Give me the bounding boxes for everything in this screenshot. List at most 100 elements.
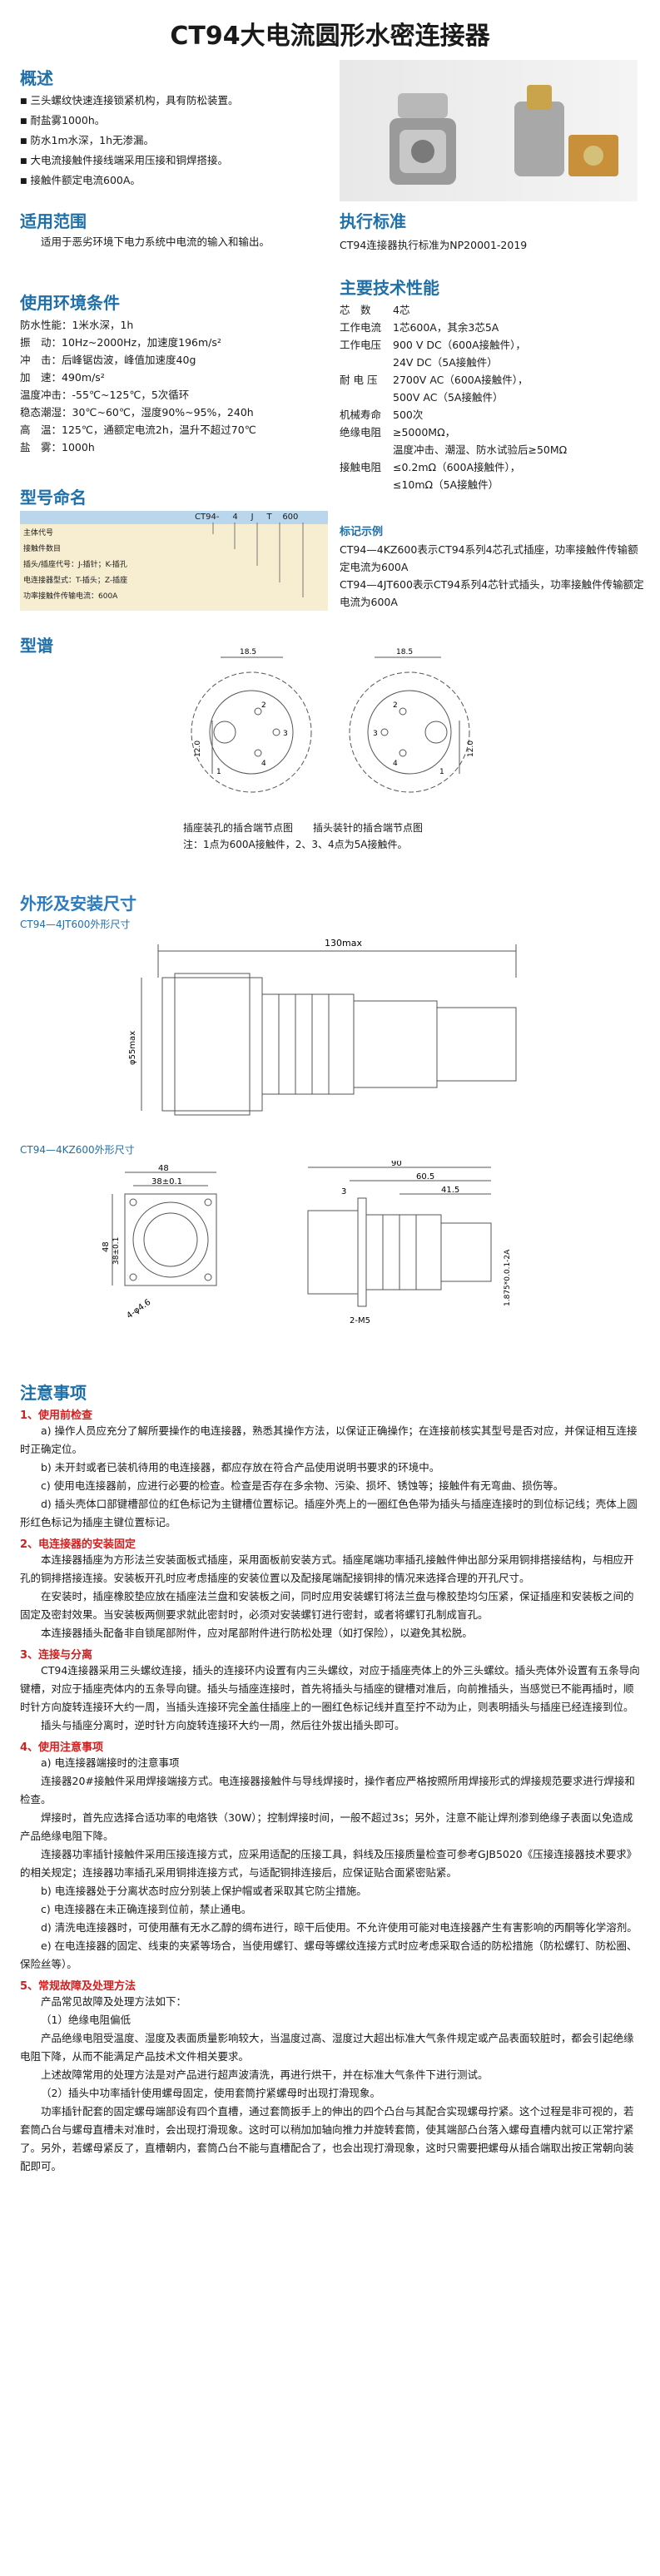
notice-paragraph: 本连接器插座为方形法兰安装面板式插座，采用面板前安装方式。插座尾端功率插孔接触件…: [20, 1553, 634, 1584]
notice-paragraph: 功率插针配套的固定螺母端部设有四个直槽，通过套筒扳手上的伸出的四个凸台与其配合实…: [20, 2105, 634, 2172]
scope-text: 适用于恶劣环境下电力系统中电流的输入和输出。: [41, 235, 270, 248]
notice-paragraph: 焊接时，首先应选择合适功率的电烙铁（30W）；控制焊接时间，一般不超过3s；另外…: [20, 1811, 633, 1842]
svg-text:1: 1: [439, 768, 444, 776]
plug-outline-drawing: 130max φ55max: [128, 938, 517, 1116]
notice-paragraph: 插头与插座分离时，逆时针方向旋转连接环大约一周，然后往外拔出插头即可。: [41, 1719, 405, 1731]
standard-text: CT94连接器执行标准为NP20001-2019: [340, 239, 528, 251]
svg-text:2-M5: 2-M5: [350, 1316, 370, 1325]
spec-row: 接触电阻≤0.2mΩ（600A接触件），: [340, 461, 521, 473]
plug-face: 18.5 12.0 1 2 3 4: [349, 648, 475, 793]
notice-paragraph: c) 电连接器在未正确连接到位前，禁止通电。: [41, 1903, 252, 1915]
svg-text:38±0.1: 38±0.1: [151, 1177, 182, 1186]
model-heading: 型号命名: [20, 488, 87, 508]
model-labels: 主体代号 接触件数目 插头/插座代号：J-插针；K-插孔 电连接器型式：T-插头…: [23, 529, 128, 601]
page-title: CT94大电流圆形水密连接器: [170, 22, 490, 51]
env-row: 温度冲击：-55℃~125℃，5次循环: [20, 389, 190, 401]
notice-paragraph: d) 清洗电连接器时，可使用蘸有无水乙醇的绸布进行，晾干后使用。不允许使用可能对…: [41, 1921, 638, 1934]
env-row: 振 动：10Hz~2000Hz，加速度196m/s²: [20, 336, 221, 349]
socket-side-view: 90 60.5 41.5 3 2-M5 1.875*0.0.1-2A: [307, 1161, 512, 1325]
spec-row: 绝缘电阻≥5000MΩ，: [340, 426, 456, 438]
notice-paragraph: e) 在电连接器的固定、线束的夹紧等场合，当使用螺钉、螺母等螺纹连接方式时应考虑…: [20, 1939, 638, 1970]
notice-section-title: 2、电连接器的安装固定: [20, 1538, 136, 1551]
env-row: 盐 雾：1000h: [20, 441, 95, 453]
env-row: 高 温：125℃，通额定电流2h，温升不超过70℃: [20, 424, 256, 436]
model-code: CT94- 4 J T 600: [195, 513, 299, 522]
env-table: 防水性能：1米水深，1h 振 动：10Hz~2000Hz，加速度196m/s² …: [20, 316, 328, 456]
svg-text:4: 4: [393, 760, 398, 768]
model-code-box: CT94- 4 J T 600 主体代号 接触件数目 插头/插座代号：J-插针；…: [20, 511, 328, 611]
svg-text:1: 1: [216, 768, 221, 776]
scope-heading: 适用范围: [20, 211, 87, 231]
notice-paragraph: （2）插头中功率插针使用螺母固定，使用套筒拧紧螺母时出现打滑现象。: [41, 2087, 380, 2099]
specs-heading: 主要技术性能: [340, 278, 439, 298]
notice-section-title: 1、使用前检查: [20, 1409, 93, 1422]
product-photo: [340, 60, 638, 201]
env-row: 稳态潮湿：30℃~60℃，湿度90%~95%，240h: [20, 406, 254, 419]
notice-paragraph: a) 电连接器端接时的注意事项: [41, 1756, 180, 1769]
notice-paragraph: d) 插头壳体口部键槽部位的红色标记为主键槽位置标记。插座外壳上的一圈红色色带为…: [20, 1498, 638, 1528]
overview-heading: 概述: [20, 68, 53, 88]
svg-text:3: 3: [283, 730, 288, 738]
notice-paragraph: 连接器功率插针接触件采用压接连接方式，应采用适配的压接工具，斜线及压接质量检查可…: [20, 1848, 638, 1879]
svg-text:12.0: 12.0: [467, 741, 475, 757]
socket-face: 18.5 12.0 1 2 3 4: [191, 648, 312, 793]
env-row: 防水性能：1米水深，1h: [20, 319, 134, 331]
svg-text:18.5: 18.5: [240, 648, 256, 656]
svg-text:2: 2: [393, 701, 398, 710]
notice-paragraph: 连接器20#接触件采用焊接端接方式。电连接器接触件与导线焊接时，操作者应严格按照…: [20, 1775, 635, 1806]
spec-row: 500V AC（5A接触件）: [393, 391, 504, 404]
notice-paragraph: 上述故障常用的处理方法是对产品进行超声波清洗，再进行烘干，并在标准大气条件下进行…: [41, 2068, 489, 2081]
svg-text:3: 3: [373, 730, 378, 738]
svg-text:1.875*0.0.1-2A: 1.875*0.0.1-2A: [504, 1249, 512, 1306]
svg-text:90: 90: [391, 1161, 402, 1168]
standard-heading: 执行标准: [340, 211, 406, 231]
svg-text:4: 4: [261, 760, 266, 768]
socket-front-view: 48 38±0.1 48 38±0.1 4-φ4.6: [102, 1164, 217, 1321]
svg-text:48: 48: [158, 1164, 169, 1173]
notice-section-title: 4、使用注意事项: [20, 1741, 104, 1754]
svg-text:130max: 130max: [325, 938, 362, 949]
outline-heading: 外形及安装尺寸: [20, 894, 136, 914]
env-row: 冲 击：后峰锯齿波，峰值加速度40g: [20, 354, 196, 366]
env-row: 加 速：490m/s²: [20, 371, 105, 384]
pinout-heading: 型谱: [20, 636, 53, 656]
outline-caption-socket: CT94—4KZ600外形尺寸: [20, 1144, 135, 1156]
overview-list: 三头螺纹快速连接锁紧机构，具有防松装置。 耐盐雾1000h。 防水1m水深，1h…: [20, 92, 328, 191]
pinout-caption: 插座装孔的插合端节点图 插头装针的插合端节点图 注：1点为600A接触件，2、3…: [183, 822, 424, 850]
notice-paragraph: b) 未开封或者已装机待用的电连接器，都应存放在符合产品使用说明书要求的环境中。: [41, 1461, 440, 1474]
svg-text:12.0: 12.0: [194, 741, 202, 757]
outline-caption-plug: CT94—4JT600外形尺寸: [20, 919, 131, 930]
notice-section-title: 3、连接与分离: [20, 1649, 93, 1662]
svg-text:38±0.1: 38±0.1: [112, 1237, 121, 1265]
svg-text:48: 48: [102, 1241, 111, 1252]
notice-paragraph: b) 电连接器处于分离状态时应分别装上保护帽或者采取其它防尘措施。: [41, 1885, 367, 1897]
notice-paragraph: 产品常见故障及处理方法如下：: [41, 1995, 187, 2008]
notice-paragraph: 产品绝缘电阻受温度、湿度及表面质量影响较大，当温度过高、湿度过大超出标准大气条件…: [20, 2032, 634, 2063]
svg-text:3: 3: [341, 1187, 346, 1196]
notice-heading: 注意事项: [20, 1383, 87, 1403]
notice-paragraph: （1）绝缘电阻偏低: [41, 2014, 131, 2026]
svg-text:18.5: 18.5: [396, 648, 413, 656]
env-heading: 使用环境条件: [20, 293, 120, 313]
overview-item: 耐盐雾1000h。: [20, 111, 328, 131]
socket-outline-drawing: 48 38±0.1 48 38±0.1 4-φ4.6 90 60.5 41.5 …: [102, 1161, 512, 1325]
notice-paragraph: 本连接器插头配备非自锁尾部附件，应对尾部附件进行防松处理（如打保险），以避免其松…: [41, 1627, 473, 1639]
notice-paragraph: c) 使用电连接器前，应进行必要的检查。检查是否存在多余物、污染、损坏、锈蚀等；…: [41, 1479, 564, 1492]
svg-text:41.5: 41.5: [441, 1186, 459, 1195]
notice-section-title: 5、常规故障及处理方法: [20, 1980, 136, 1993]
spec-row: ≤10mΩ（5A接触件）: [393, 478, 499, 491]
overview-item: 三头螺纹快速连接锁紧机构，具有防松装置。: [20, 92, 328, 111]
notice-body: 1、使用前检查 a) 操作人员应充分了解所要操作的电连接器，熟悉其操作方法，以保…: [20, 1406, 640, 2176]
svg-text:4-φ4.6: 4-φ4.6: [125, 1298, 152, 1321]
notice-paragraph: a) 操作人员应充分了解所要操作的电连接器，熟悉其操作方法，以保证正确操作；在连…: [20, 1424, 638, 1455]
svg-text:2: 2: [261, 701, 266, 710]
marking-text: CT94—4KZ600表示CT94系列4芯孔式插座，功率接触件传输额定电流为60…: [340, 543, 644, 608]
pinout-diagram: 18.5 12.0 1 2 3 4 18.5 12.0 1 2 3 4: [191, 648, 475, 793]
overview-item: 防水1m水深，1h无渗漏。: [20, 131, 328, 151]
